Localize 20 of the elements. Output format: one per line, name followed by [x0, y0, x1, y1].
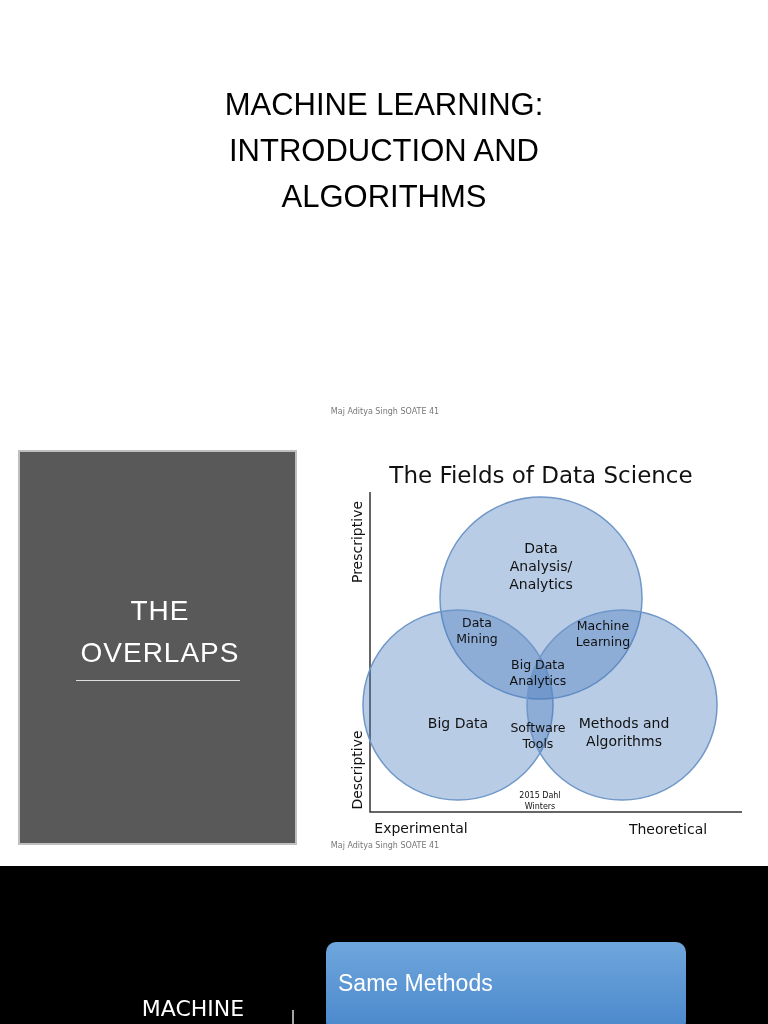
circle-label: Data Analysis/ Analytics — [508, 539, 574, 593]
slide-title: MACHINE LEARNING: INTRODUCTION AND ALGORITHMS — [223, 86, 545, 216]
axis-label: Descriptive — [349, 730, 365, 810]
circle-label: Big Data — [426, 714, 490, 732]
title-panel — [18, 450, 297, 845]
region-label: Software Tools — [509, 719, 567, 751]
axis-label: Experimental — [374, 820, 468, 836]
chart-title: The Fields of Data Science — [389, 462, 693, 488]
footer-text: Maj Aditya Singh SOATE 41 — [330, 406, 440, 416]
region-label: Machine Learning — [574, 617, 632, 649]
rounded-box: Same Methods — [326, 942, 686, 1024]
credit-text: 2015 Dahl Winters — [518, 790, 562, 812]
footer-text: Maj Aditya Singh SOATE 41 — [330, 840, 440, 850]
axis-label: Theoretical — [628, 821, 708, 837]
region-label: Data Mining — [455, 614, 499, 646]
axis-label: Prescriptive — [349, 500, 365, 584]
slide-heading: MACHINE — [141, 995, 245, 1021]
panel-heading: THE OVERLAPS — [79, 594, 241, 670]
region-label: Big Data Analytics — [508, 656, 568, 688]
circle-label: Methods and Algorithms — [578, 714, 670, 750]
